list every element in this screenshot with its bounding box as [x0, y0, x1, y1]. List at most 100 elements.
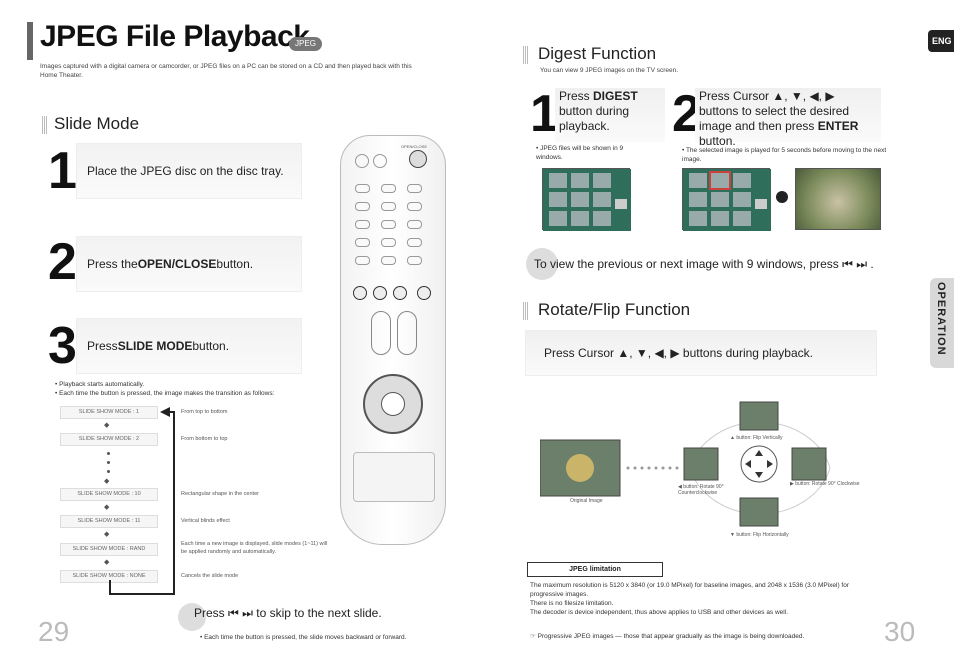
mode-desc: From top to bottom	[181, 409, 228, 415]
step-number: 1	[530, 85, 559, 143]
open-close-button[interactable]	[409, 150, 427, 168]
loop-back-arrow	[109, 407, 175, 595]
volume-rocker[interactable]	[371, 311, 391, 355]
section-bar	[523, 46, 528, 64]
tv-power-button[interactable]	[373, 154, 387, 168]
step-3-bold: SLIDE MODE	[117, 339, 193, 353]
digest-title: Digest Function	[538, 44, 657, 63]
step-2-box: Press the OPEN/CLOSE button.	[76, 236, 302, 292]
digest-step-2: Press Cursor ▲, ▼, ◀, ▶ buttons to selec…	[695, 88, 881, 148]
remote-button[interactable]	[381, 202, 396, 211]
step-number: 1	[48, 142, 77, 200]
original-image-label: Original Image	[570, 498, 603, 504]
remote-button[interactable]	[355, 256, 370, 265]
function-button-grid	[353, 452, 435, 502]
flip-horizontal-label: ▼ button: Flip Horizontally	[730, 532, 789, 538]
mode-desc: From bottom to top	[181, 436, 228, 442]
note-line: • Playback starts automatically.	[55, 381, 145, 388]
slide-notes: • Playback starts automatically. • Each …	[55, 380, 274, 398]
press-highlight	[178, 603, 206, 631]
page-number: 29	[38, 616, 70, 647]
mode-box: SLIDE SHOW MODE : 1	[60, 406, 158, 419]
down-arrow-icon: ◆	[104, 559, 110, 566]
mode-desc: Rectangular shape in the center	[181, 491, 259, 497]
enter-button[interactable]	[381, 392, 405, 416]
operation-tab-label: OPERATION	[935, 282, 947, 356]
section-bar	[523, 302, 528, 320]
mode-box: SLIDE SHOW MODE : 10	[60, 488, 158, 501]
rotate-instruction: Press Cursor ▲, ▼, ◀, ▶ buttons during p…	[544, 346, 813, 360]
mode-desc: Each time a new image is displayed, slid…	[181, 541, 328, 555]
remote-button[interactable]	[355, 220, 370, 229]
tuning-rocker[interactable]	[397, 311, 417, 355]
stop-button[interactable]	[393, 286, 407, 300]
remote-button[interactable]	[407, 184, 422, 193]
prev-button[interactable]	[353, 286, 367, 300]
digest-step-1-pre: Press	[559, 89, 594, 103]
page-title: JPEG File Playback	[40, 20, 310, 53]
open-close-label: OPEN/CLOSE	[401, 144, 428, 149]
limit-line: There is no filesize limitation.	[530, 600, 614, 607]
mode-box: SLIDE SHOW MODE : 2	[60, 433, 158, 446]
step-3-text: Press	[87, 339, 118, 353]
remote-button[interactable]	[381, 238, 396, 247]
step-2-text: Press the	[87, 257, 138, 271]
operation-tab: OPERATION	[930, 278, 954, 368]
digest-step-1-bold: DIGEST	[593, 89, 638, 103]
ellipsis-dot	[107, 452, 110, 455]
mode-box: SLIDE SHOW MODE : 11	[60, 515, 158, 528]
next-button[interactable]	[417, 286, 431, 300]
rotate-instruction-box: Press Cursor ▲, ▼, ◀, ▶ buttons during p…	[525, 330, 877, 376]
rotate-cw-label: ▶ button: Rotate 90° Clockwise	[790, 481, 860, 487]
remote-button[interactable]	[381, 256, 396, 265]
nine-window-grid	[683, 169, 771, 231]
digest-note-2: • The selected image is played for 5 sec…	[682, 147, 887, 163]
pause-button[interactable]	[373, 286, 387, 300]
step-1-box: Place the JPEG disc on the disc tray.	[76, 143, 302, 199]
limit-line: The decoder is device independent, thus …	[530, 609, 788, 616]
digest-step-2-pre: Press Cursor ▲, ▼, ◀, ▶ buttons to selec…	[699, 89, 850, 133]
remote-button[interactable]	[407, 202, 422, 211]
down-arrow-icon: ◆	[104, 531, 110, 538]
view-prev-next-text: To view the previous or next image with …	[534, 257, 874, 271]
remote-button[interactable]	[381, 220, 396, 229]
section-bar	[42, 116, 47, 134]
step-3-after: button.	[192, 339, 230, 353]
kitten-photo	[795, 168, 881, 230]
mode-desc: Vertical blinds effect	[181, 518, 230, 524]
remote-button[interactable]	[355, 184, 370, 193]
press-skip-text: Press ⏮ ⏭ to skip to the next slide.	[194, 606, 382, 620]
rotate-flip-diagram	[540, 401, 831, 527]
view-highlight	[526, 248, 558, 280]
title-accent-bar	[27, 22, 33, 60]
remote-button[interactable]	[355, 238, 370, 247]
remote-button[interactable]	[407, 238, 422, 247]
digest-intro: You can view 9 JPEG images on the TV scr…	[540, 67, 679, 74]
nine-window-grid	[543, 169, 631, 231]
remote-button[interactable]	[407, 220, 422, 229]
remote-button[interactable]	[355, 202, 370, 211]
step-1-text: Place the JPEG disc on the disc tray.	[87, 164, 284, 178]
jpeg-badge: JPEG	[289, 37, 322, 51]
step-2-bold: OPEN/CLOSE	[137, 257, 217, 271]
slide-mode-title: Slide Mode	[54, 114, 140, 133]
remote-button[interactable]	[407, 256, 422, 265]
rotate-title: Rotate/Flip Function	[538, 300, 691, 319]
digest-step-1-post: button during playback.	[559, 104, 630, 133]
jpeg-limitation-text: The maximum resolution is 5120 x 3840 (o…	[530, 581, 870, 617]
progressive-note: ☞ Progressive JPEG images — those that a…	[530, 633, 805, 640]
press-skip-note: • Each time the button is pressed, the s…	[200, 634, 407, 641]
language-tab: ENG	[928, 30, 954, 52]
digest-select-image	[682, 168, 771, 231]
digest-grid-image	[542, 168, 631, 231]
down-arrow-icon: ◆	[104, 504, 110, 511]
digest-step-2-post: button.	[699, 134, 736, 148]
digest-step-1: Press DIGEST button during playback.	[555, 88, 665, 142]
limit-line: The maximum resolution is 5120 x 3840 (o…	[530, 582, 850, 598]
page-number: 30	[884, 616, 916, 647]
mode-desc: Cancels the slide mode	[181, 573, 239, 579]
step-number: 2	[48, 233, 77, 291]
remote-button[interactable]	[381, 184, 396, 193]
power-button[interactable]	[355, 154, 369, 168]
rotate-ccw-label: ◀ button: Rotate 90° Counterclockwise	[678, 484, 724, 496]
